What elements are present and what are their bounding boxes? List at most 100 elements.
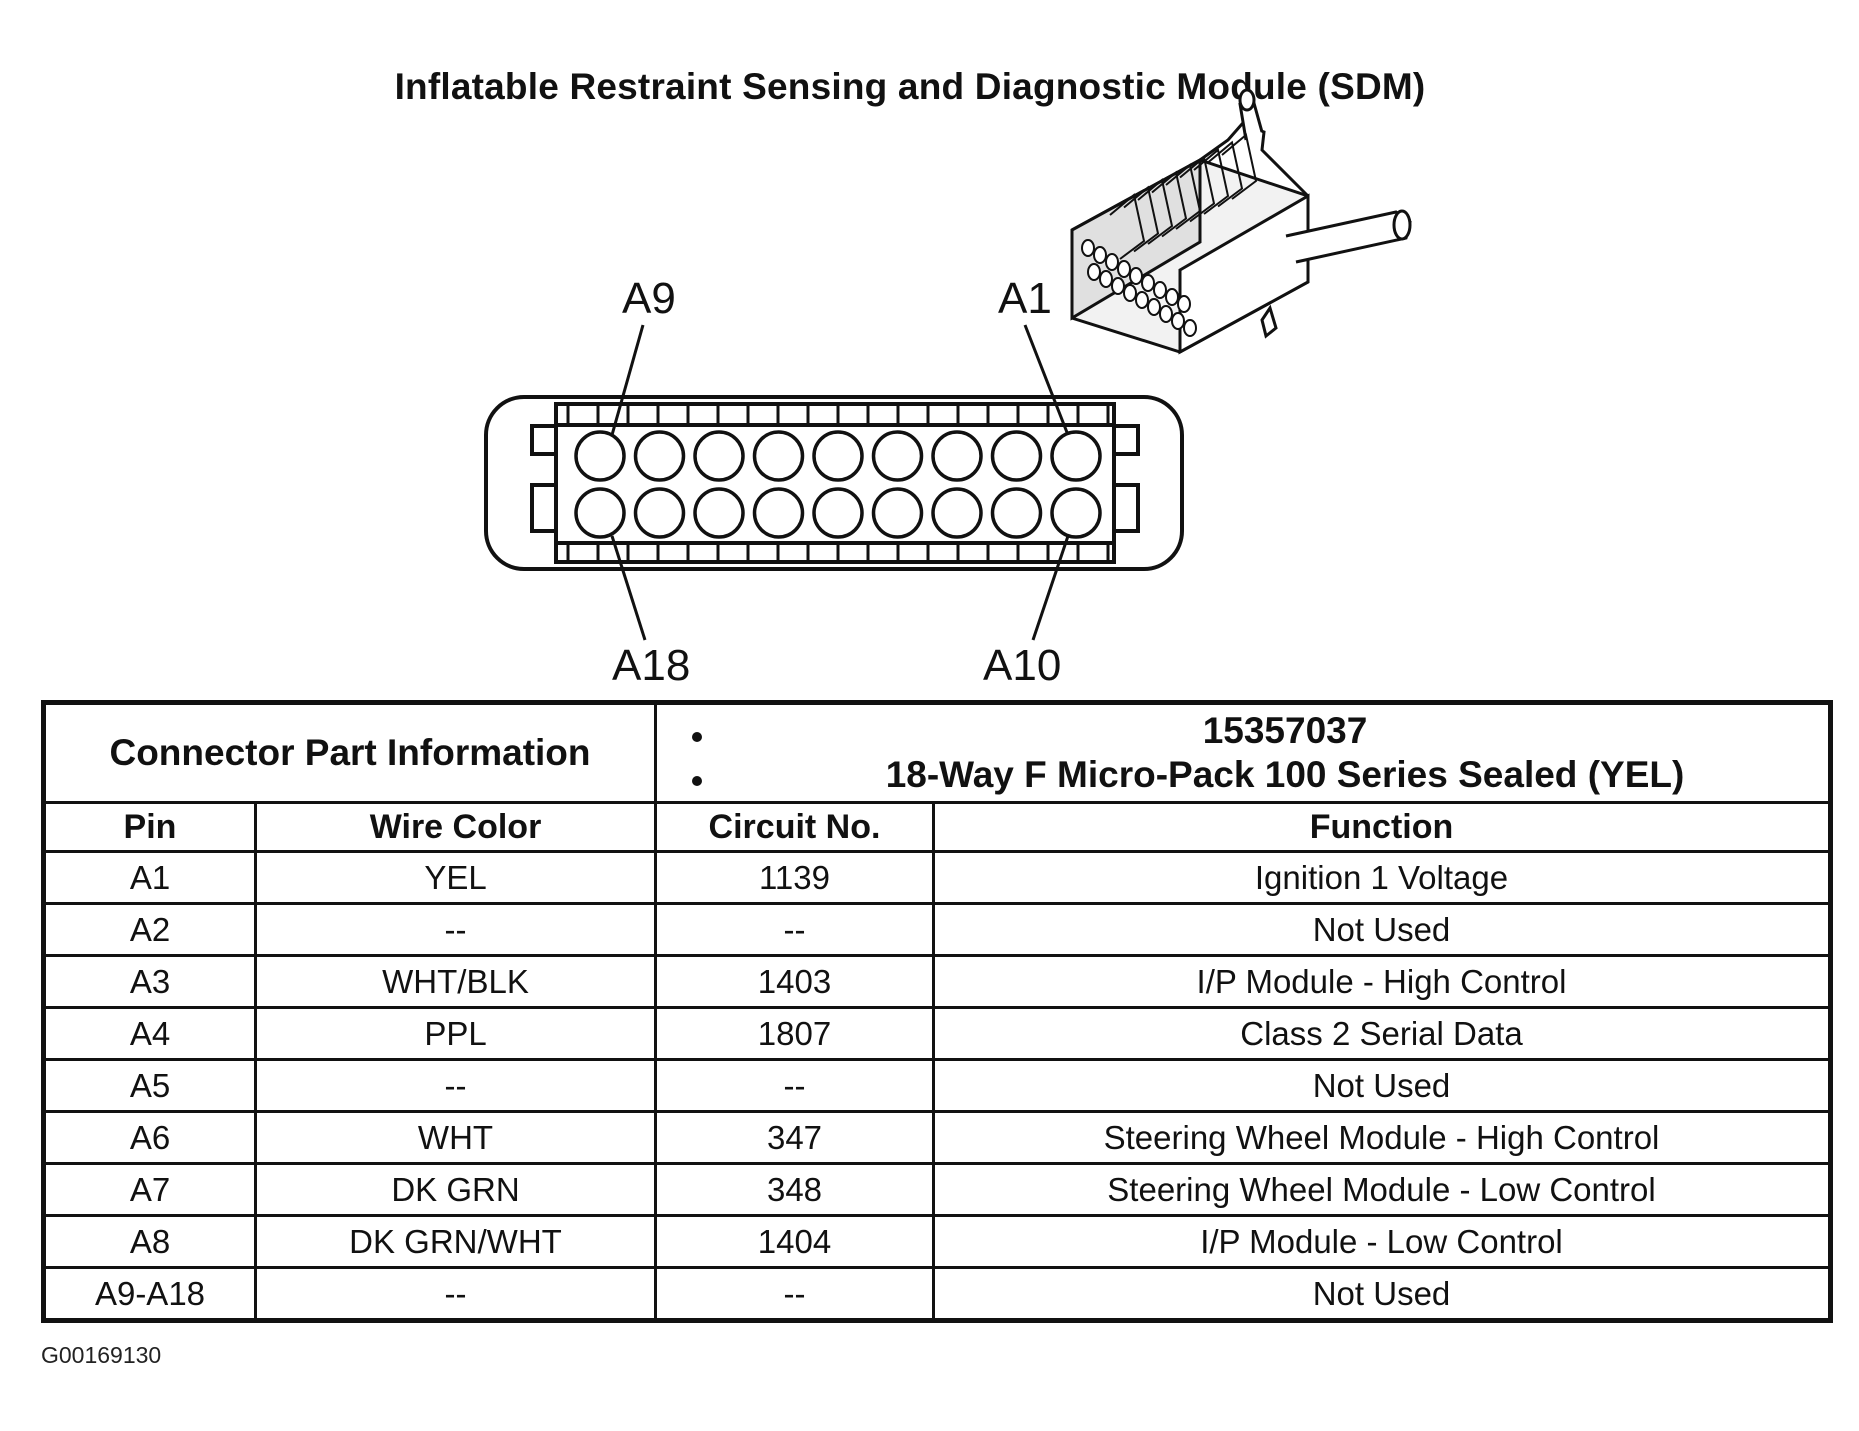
- connector-comb-ticks: [566, 404, 1110, 562]
- illustration-cavity: [1123, 284, 1137, 302]
- illustration-cavity: [1135, 291, 1149, 309]
- illustration-cavity: [1105, 253, 1119, 271]
- cell-wire-color: WHT: [254, 1110, 657, 1165]
- table-row: A1 YEL 1139 Ignition 1 Voltage: [42, 850, 1832, 905]
- illustration-fin: [1165, 163, 1202, 230]
- connector-cavity: [1050, 430, 1102, 482]
- cell-pin: A8: [42, 1214, 257, 1269]
- cell-circuit: --: [654, 1058, 935, 1113]
- connector-cavity: [693, 487, 745, 539]
- cell-wire-color: --: [254, 1266, 657, 1322]
- cell-pin: A6: [42, 1110, 257, 1165]
- connector-cavity: [812, 487, 864, 539]
- table-row: A2 -- -- Not Used: [42, 902, 1832, 957]
- connector-cavity: [574, 487, 626, 539]
- illustration-cavity: [1117, 260, 1131, 278]
- cell-function: Not Used: [932, 1058, 1832, 1113]
- cell-function: Not Used: [932, 1266, 1832, 1322]
- table-row: A8 DK GRN/WHT 1404 I/P Module - Low Cont…: [42, 1214, 1832, 1269]
- illustration-cavity: [1171, 312, 1185, 330]
- figure-code: G00169130: [41, 1342, 162, 1368]
- table-row: A7 DK GRN 348 Steering Wheel Module - Lo…: [42, 1162, 1832, 1217]
- cell-circuit: --: [654, 1266, 935, 1322]
- connector-cavity: [990, 430, 1043, 482]
- table-row: A3 WHT/BLK 1403 I/P Module - High Contro…: [42, 954, 1832, 1009]
- cell-function: Ignition 1 Voltage: [932, 850, 1832, 905]
- illustration-cavity: [1165, 288, 1179, 306]
- connector-cavities: [574, 430, 1102, 539]
- illustration-cavity: [1087, 263, 1101, 281]
- illustration-cavity: [1129, 267, 1143, 285]
- cell-circuit: 1403: [654, 954, 935, 1009]
- pin-label-a18: A18: [612, 641, 690, 690]
- leader-lines: [610, 324, 1070, 641]
- illustration-cavity: [1081, 239, 1095, 257]
- cell-wire-color: --: [254, 1058, 657, 1113]
- connector-description: 18-Way F Micro-Pack 100 Series Sealed (Y…: [692, 753, 1828, 797]
- connector-illustration-cavities: [1081, 239, 1197, 337]
- connector-diagram: A9 A1 A18 A10: [484, 88, 1412, 690]
- connector-cavity: [633, 487, 686, 539]
- connector-face: [484, 395, 1184, 571]
- connector-cavity: [812, 430, 864, 482]
- illustration-cavity: [1093, 246, 1107, 264]
- table-row: A4 PPL 1807 Class 2 Serial Data: [42, 1006, 1832, 1061]
- connector-cavity: [752, 487, 805, 539]
- header-pin: Pin: [42, 801, 257, 853]
- cell-circuit: 348: [654, 1162, 935, 1217]
- cell-wire-color: DK GRN: [254, 1162, 657, 1217]
- connector-cavity: [574, 430, 626, 482]
- connector-illustration: [1070, 88, 1412, 355]
- connector-cavity: [633, 430, 686, 482]
- connector-info-list: 15357037 18-Way F Micro-Pack 100 Series …: [654, 701, 1832, 804]
- cell-wire-color: --: [254, 902, 657, 957]
- cell-function: I/P Module - Low Control: [932, 1214, 1832, 1269]
- cell-pin: A7: [42, 1162, 257, 1217]
- connector-cavity: [931, 487, 983, 539]
- illustration-cavity: [1147, 298, 1161, 316]
- connector-part-number: 15357037: [692, 709, 1828, 753]
- illustration-fin: [1193, 148, 1230, 215]
- table-row: A6 WHT 347 Steering Wheel Module - High …: [42, 1110, 1832, 1165]
- table-header-row: Pin Wire Color Circuit No. Function: [42, 801, 1832, 853]
- pinout-table: Connector Part Information 15357037 18-W…: [41, 700, 1833, 1323]
- cell-circuit: 1139: [654, 850, 935, 905]
- illustration-fin: [1109, 193, 1146, 260]
- cell-pin: A5: [42, 1058, 257, 1113]
- cell-circuit: --: [654, 902, 935, 957]
- cell-pin: A3: [42, 954, 257, 1009]
- connector-info-row: Connector Part Information 15357037 18-W…: [42, 701, 1832, 804]
- illustration-fin: [1137, 178, 1174, 245]
- pin-label-a10: A10: [983, 641, 1061, 690]
- table-row: A5 -- -- Not Used: [42, 1058, 1832, 1113]
- connector-cavity: [990, 487, 1043, 539]
- illustration-cavity: [1099, 270, 1113, 288]
- illustration-fin: [1207, 140, 1244, 208]
- cell-pin: A9-A18: [42, 1266, 257, 1322]
- connector-cavity: [871, 430, 924, 482]
- illustration-cavity: [1153, 281, 1167, 299]
- illustration-fin: [1179, 155, 1216, 223]
- illustration-cavity: [1159, 305, 1173, 323]
- cell-pin: A4: [42, 1006, 257, 1061]
- illustration-fin: [1151, 170, 1188, 238]
- cell-function: Not Used: [932, 902, 1832, 957]
- header-wire-color: Wire Color: [254, 801, 657, 853]
- illustration-cavity: [1177, 295, 1191, 313]
- header-function: Function: [932, 801, 1832, 853]
- cell-wire-color: DK GRN/WHT: [254, 1214, 657, 1269]
- illustration-cavity: [1141, 274, 1155, 292]
- cell-function: Steering Wheel Module - Low Control: [932, 1162, 1832, 1217]
- table-row: A9-A18 -- -- Not Used: [42, 1266, 1832, 1322]
- connector-illustration-fins: [1109, 133, 1258, 260]
- cell-wire-color: WHT/BLK: [254, 954, 657, 1009]
- pin-label-a9: A9: [622, 274, 676, 323]
- cell-circuit: 1404: [654, 1214, 935, 1269]
- illustration-fin: [1221, 133, 1258, 200]
- cell-function: Steering Wheel Module - High Control: [932, 1110, 1832, 1165]
- connector-info-label: Connector Part Information: [42, 701, 657, 804]
- cell-wire-color: PPL: [254, 1006, 657, 1061]
- cell-pin: A1: [42, 850, 257, 905]
- connector-cavity: [931, 430, 983, 482]
- cell-wire-color: YEL: [254, 850, 657, 905]
